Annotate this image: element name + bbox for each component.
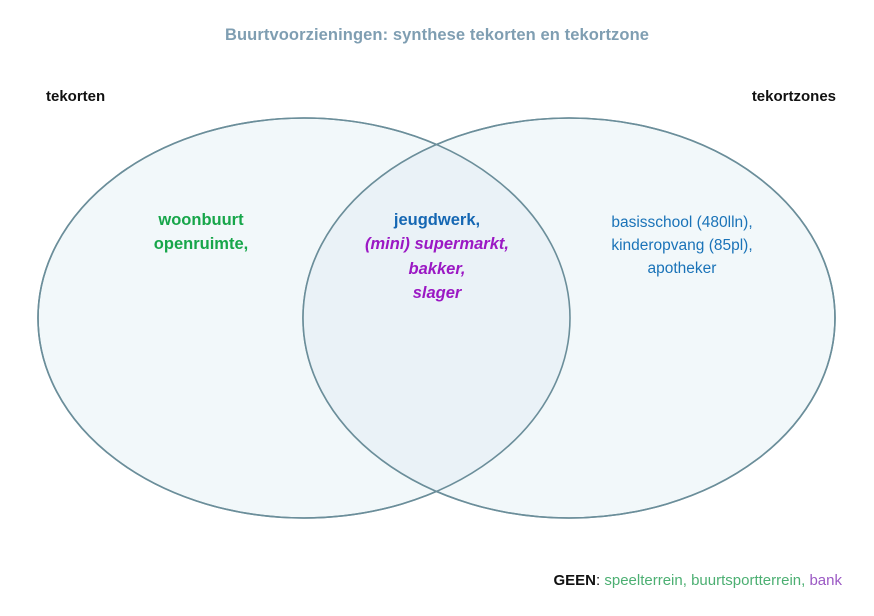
venn-center-item-3: slager (412, 284, 462, 303)
venn-right-only-items: basisschool (480lln), kinderopvang (85pl… (574, 212, 790, 281)
venn-intersection-region (303, 118, 570, 518)
venn-right-item-0: basisschool (480lln), (611, 214, 753, 231)
venn-circle-left-outline (37, 117, 571, 519)
footer-green-items: speelterrein, buurtsportterrein, (604, 572, 806, 589)
venn-left-only-items: woonbuurt openruimte, (96, 208, 306, 257)
footer-purple-item: bank (809, 572, 842, 589)
venn-circle-right-outline (302, 117, 836, 519)
venn-left-item-0: woonbuurt (158, 211, 244, 229)
footer-separator: : (596, 572, 605, 589)
venn-center-item-2: bakker, (408, 259, 466, 278)
venn-center-item-1: (mini) supermarkt, (365, 235, 509, 254)
set-label-left: tekorten (46, 88, 106, 105)
venn-left-item-1: openruimte, (153, 235, 249, 254)
page-title: Buurtvoorzieningen: synthese tekorten en… (224, 26, 650, 44)
set-label-right: tekortzones (751, 88, 836, 105)
venn-center-item-0: jeugdwerk, (393, 211, 481, 229)
footer-note: GEEN: speelterrein, buurtsportterrein, b… (554, 572, 843, 589)
venn-right-item-1: kinderopvang (85pl), (611, 236, 753, 254)
venn-right-item-2: apotheker (647, 259, 717, 277)
footer-geen-label: GEEN (553, 572, 597, 589)
venn-intersection-items: jeugdwerk, (mini) supermarkt, bakker, sl… (325, 208, 549, 306)
